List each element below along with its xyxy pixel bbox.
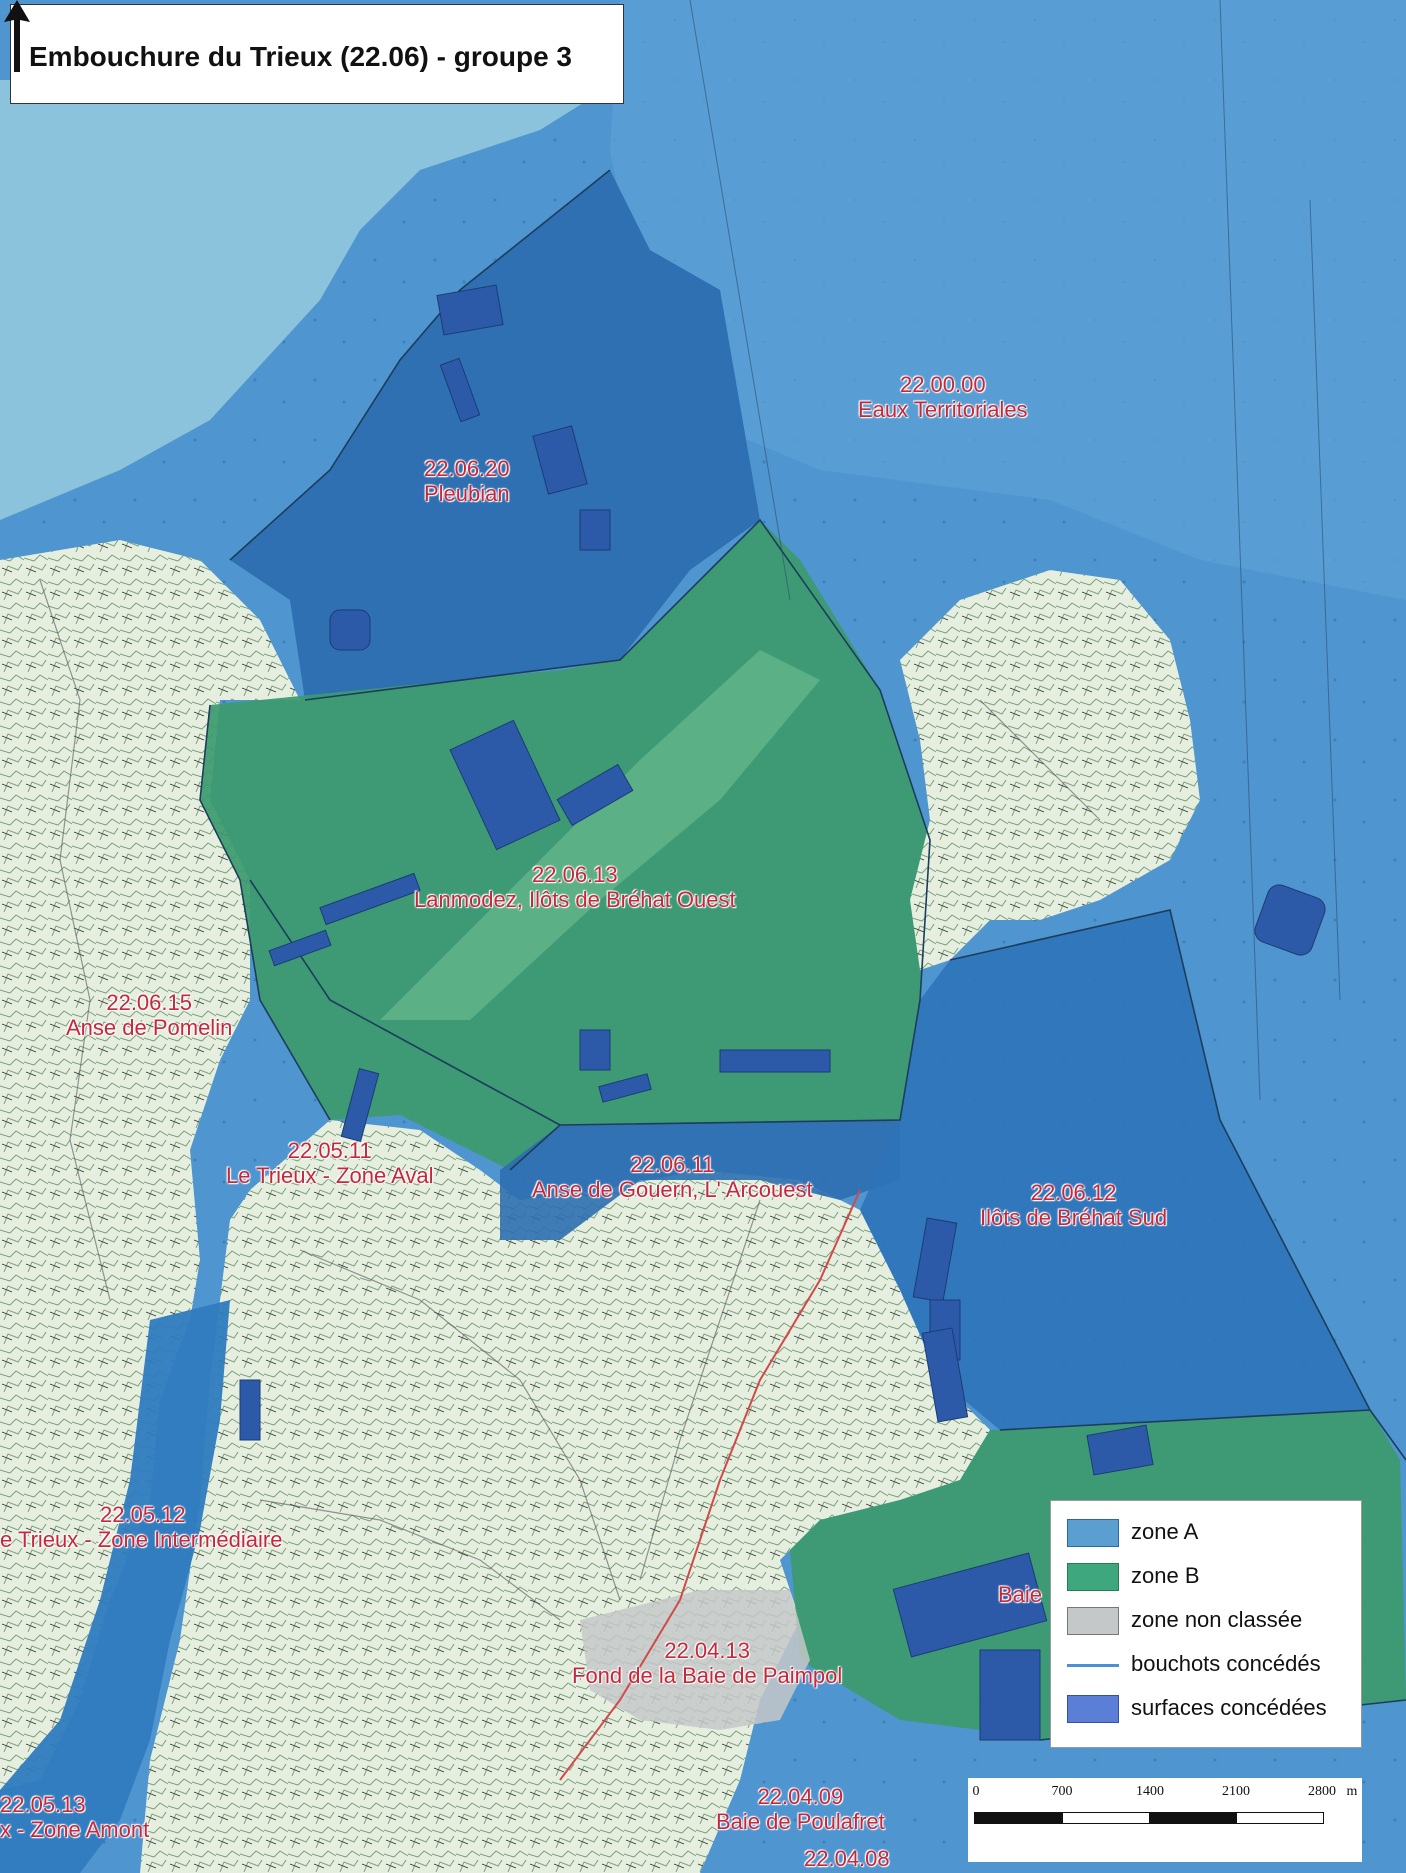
scale-segment (1236, 1812, 1324, 1824)
map-legend: zone A zone B zone non classée bouchots … (1050, 1500, 1362, 1748)
legend-label: zone non classée (1131, 1607, 1303, 1632)
scale-segment (1150, 1812, 1236, 1824)
roads (39, 579, 1101, 1621)
land-west (0, 540, 300, 1790)
legend-label: bouchots concédés (1131, 1651, 1321, 1676)
north-arrow-icon (4, 0, 30, 72)
shallow-sea-area (0, 80, 620, 520)
navigation-lines (689, 0, 1341, 1101)
territorial-waters-area (610, 0, 1406, 600)
scale-tick: 0 (972, 1784, 980, 1799)
legend-swatch (1067, 1607, 1119, 1635)
legend-label: zone A (1131, 1519, 1199, 1544)
channel-highlight (380, 650, 820, 1020)
zone-anse-de-gouern (500, 1120, 900, 1240)
legend-item-zone-b: zone B (1067, 1559, 1357, 1593)
scale-segment (974, 1812, 1062, 1824)
scale-tick: 2800 (1308, 1784, 1336, 1799)
zone-label-baie: Baie (998, 1582, 1043, 1607)
map-title-box: Embouchure du Trieux (22.06) - groupe 3 (10, 4, 624, 104)
legend-swatch (1067, 1695, 1119, 1723)
legend-item-bouchots-concedes: bouchots concédés (1067, 1647, 1357, 1681)
land-south (140, 1120, 990, 1873)
scale-tick: 2100 (1222, 1784, 1250, 1799)
scale-bar: 0 700 1400 2100 2800 m (968, 1778, 1362, 1862)
zone-ilots-de-brehat-sud (860, 910, 1370, 1430)
map-title: Embouchure du Trieux (22.06) - groupe 3 (29, 41, 572, 72)
scale-unit: m (1346, 1784, 1358, 1799)
legend-line (1067, 1664, 1119, 1667)
main-road (559, 1189, 861, 1781)
legend-item-zone-a: zone A (1067, 1515, 1357, 1549)
concession-areas (239, 284, 1326, 1741)
zone-trieux-estuary (0, 1300, 230, 1873)
legend-label: surfaces concédées (1131, 1695, 1327, 1720)
zone-boundaries (199, 169, 1406, 1741)
legend-label: zone B (1131, 1563, 1200, 1588)
legend-item-surfaces-concedees: surfaces concédées (1067, 1691, 1357, 1725)
legend-swatch (1067, 1519, 1119, 1547)
scale-tick: 700 (1051, 1784, 1073, 1799)
scale-tick: 1400 (1136, 1784, 1164, 1799)
legend-swatch (1067, 1563, 1119, 1591)
scale-segment (1062, 1812, 1150, 1824)
legend-item-zone-non-classee: zone non classée (1067, 1603, 1357, 1637)
zone-pleubian (230, 170, 760, 700)
zone-fond-baie-paimpol (580, 1590, 810, 1730)
zone-label-22-04-08: 22.04.08 (804, 1846, 890, 1871)
